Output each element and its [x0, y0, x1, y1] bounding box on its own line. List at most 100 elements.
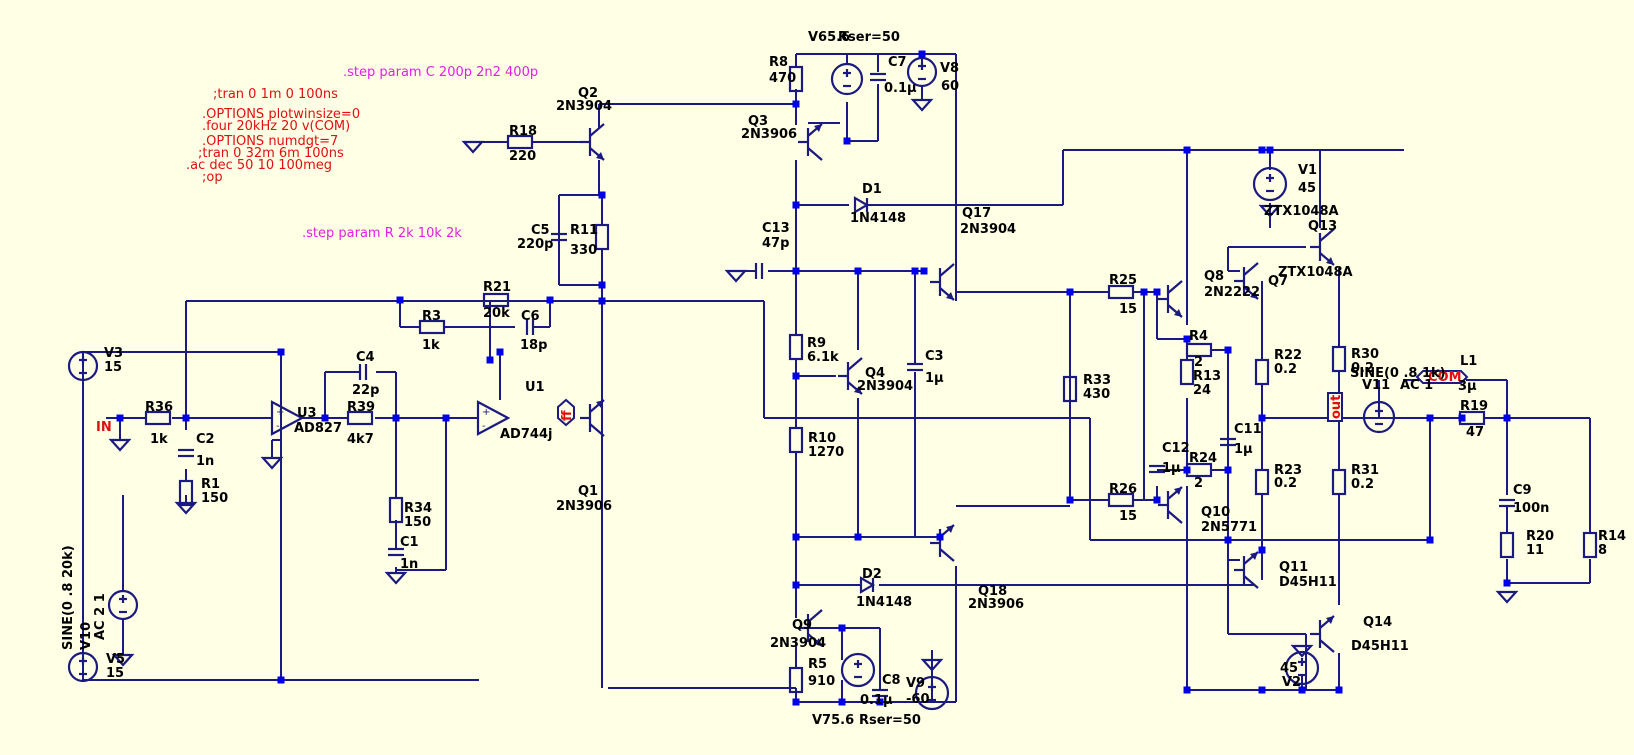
q9-transistor[interactable]	[798, 609, 823, 647]
v9-source[interactable]	[914, 675, 950, 711]
q8-transistor[interactable]	[1158, 280, 1183, 318]
r31-value-label: 0.2	[1351, 477, 1374, 492]
d1-diode[interactable]	[853, 196, 870, 214]
c9-capacitor[interactable]	[1499, 498, 1515, 508]
r30-resistor[interactable]	[1331, 345, 1347, 373]
q2-transistor[interactable]	[580, 123, 605, 161]
u3-ground-icon[interactable]	[260, 456, 284, 470]
q17-transistor[interactable]	[930, 263, 955, 301]
v5-source[interactable]	[67, 651, 99, 683]
directive-line-6[interactable]: .ac dec 50 10 100meg	[186, 158, 332, 173]
c1-ground-icon[interactable]	[384, 571, 408, 585]
v3-source[interactable]	[67, 350, 99, 382]
c5-capacitor[interactable]	[551, 232, 567, 242]
r9-resistor[interactable]	[788, 333, 804, 361]
q4-transistor[interactable]	[838, 357, 863, 395]
c13-capacitor[interactable]	[754, 263, 764, 279]
r21-resistor[interactable]	[482, 292, 510, 308]
r1-resistor[interactable]	[178, 479, 194, 507]
c8-capacitor[interactable]	[872, 688, 888, 698]
q1-transistor[interactable]	[580, 399, 605, 437]
directive-line-3[interactable]: .four 20kHz 20 v(COM)	[202, 119, 350, 134]
u1-opamp[interactable]: +-	[476, 400, 511, 436]
r5-resistor[interactable]	[788, 666, 804, 694]
input-ground-icon[interactable]	[108, 438, 132, 452]
v2-supply-icon[interactable]	[1290, 644, 1314, 658]
q14-transistor[interactable]	[1310, 615, 1335, 653]
r23-resistor[interactable]	[1254, 468, 1270, 496]
net-label-out[interactable]: out	[1329, 395, 1344, 419]
load-ground-icon[interactable]	[1495, 590, 1519, 604]
v10-ground-icon[interactable]	[111, 653, 135, 667]
v7-source[interactable]	[840, 652, 876, 688]
q3-transistor[interactable]	[798, 123, 823, 161]
r18-ground-icon[interactable]	[461, 140, 485, 154]
c5-name-label: C5	[531, 223, 550, 238]
v8-ground-icon[interactable]	[910, 98, 934, 112]
r33-resistor[interactable]	[1062, 375, 1078, 403]
r39-resistor[interactable]	[346, 410, 374, 426]
v1-ground-icon[interactable]	[1258, 204, 1282, 218]
net-label-ff[interactable]: ff	[560, 410, 575, 421]
v11-ac-label: AC 1	[1400, 378, 1433, 393]
q10-transistor[interactable]	[1158, 486, 1183, 524]
directive-line-4[interactable]: .OPTIONS numdgt=7	[202, 134, 338, 149]
directive-line-1[interactable]: ;tran 0 1m 0 100ns	[213, 87, 338, 102]
v2-source[interactable]	[1284, 650, 1320, 686]
v10-value-label: SINE(0 .8 20k)	[61, 545, 76, 650]
r10-resistor[interactable]	[788, 426, 804, 454]
directive-step-r[interactable]: .step param R 2k 10k 2k	[302, 226, 462, 241]
directive-line-2[interactable]: .OPTIONS plotwinsize=0	[202, 107, 360, 122]
v1-source[interactable]	[1252, 166, 1288, 202]
directive-line-5[interactable]: ;tran 0 32m 6m 100ns	[198, 146, 344, 161]
c1-capacitor[interactable]	[388, 547, 404, 557]
d2-diode[interactable]	[859, 576, 876, 594]
c12-capacitor[interactable]	[1149, 464, 1165, 474]
q11-transistor[interactable]	[1234, 551, 1259, 589]
v10-ac-label: AC 2 1	[93, 593, 108, 640]
directive-step-c[interactable]: .step param C 200p 2n2 400p	[343, 65, 538, 80]
v8-source[interactable]	[906, 56, 938, 88]
v9-supply-icon[interactable]	[920, 658, 944, 672]
c4-value-label: 22p	[352, 383, 379, 398]
c4-capacitor[interactable]	[358, 364, 368, 380]
c3-capacitor[interactable]	[907, 362, 923, 372]
r3-resistor[interactable]	[418, 319, 446, 335]
q7-transistor[interactable]	[1234, 262, 1259, 300]
r18-resistor[interactable]	[506, 134, 534, 150]
c7-capacitor[interactable]	[870, 72, 886, 82]
r1-ground-icon[interactable]	[174, 501, 198, 515]
r25-resistor[interactable]	[1107, 284, 1135, 300]
c11-capacitor[interactable]	[1220, 437, 1236, 447]
u3-opamp[interactable]: +-	[270, 400, 305, 436]
c2-capacitor[interactable]	[178, 448, 194, 458]
q18-transistor[interactable]	[930, 524, 955, 562]
r22-resistor[interactable]	[1254, 358, 1270, 386]
r26-resistor[interactable]	[1107, 492, 1135, 508]
r31-resistor[interactable]	[1331, 468, 1347, 496]
q13-transistor[interactable]	[1310, 228, 1335, 266]
directive-line-7[interactable]: ;op	[202, 170, 223, 185]
r14-value-label: 8	[1598, 543, 1607, 558]
r14-resistor[interactable]	[1582, 531, 1598, 559]
r11-resistor[interactable]	[594, 223, 610, 251]
r4-resistor[interactable]	[1185, 342, 1213, 358]
net-label-in[interactable]: IN	[96, 420, 112, 435]
r8-resistor[interactable]	[788, 65, 804, 93]
r36-resistor[interactable]	[144, 410, 172, 426]
net-label-com[interactable]: COM	[1428, 370, 1462, 385]
c13-ground-icon[interactable]	[724, 269, 748, 283]
v11-source[interactable]	[1362, 400, 1396, 434]
r20-name-label: R20	[1526, 529, 1554, 544]
c6-capacitor[interactable]	[525, 319, 535, 335]
r5-name-label: R5	[808, 657, 827, 672]
v5-value-label: 15	[106, 666, 124, 681]
v6-source[interactable]	[830, 62, 864, 96]
v10-source[interactable]	[107, 589, 139, 621]
r34-resistor[interactable]	[388, 496, 404, 524]
r20-resistor[interactable]	[1499, 531, 1515, 559]
r13-resistor[interactable]	[1179, 358, 1195, 386]
